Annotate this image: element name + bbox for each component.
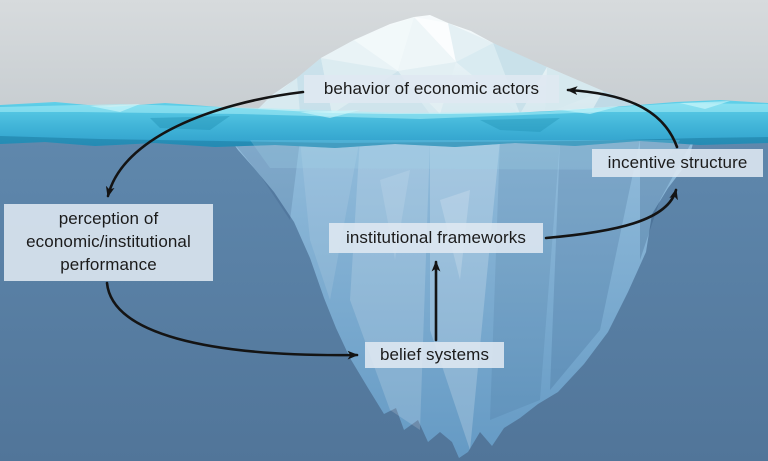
node-institutional-frameworks: institutional frameworks bbox=[329, 223, 543, 253]
node-perception-of-performance: perception of economic/institutional per… bbox=[4, 204, 213, 281]
node-belief-systems: belief systems bbox=[365, 342, 504, 368]
node-behavior-of-economic-actors: behavior of economic actors bbox=[304, 75, 559, 103]
node-incentive-structure: incentive structure bbox=[592, 149, 763, 177]
